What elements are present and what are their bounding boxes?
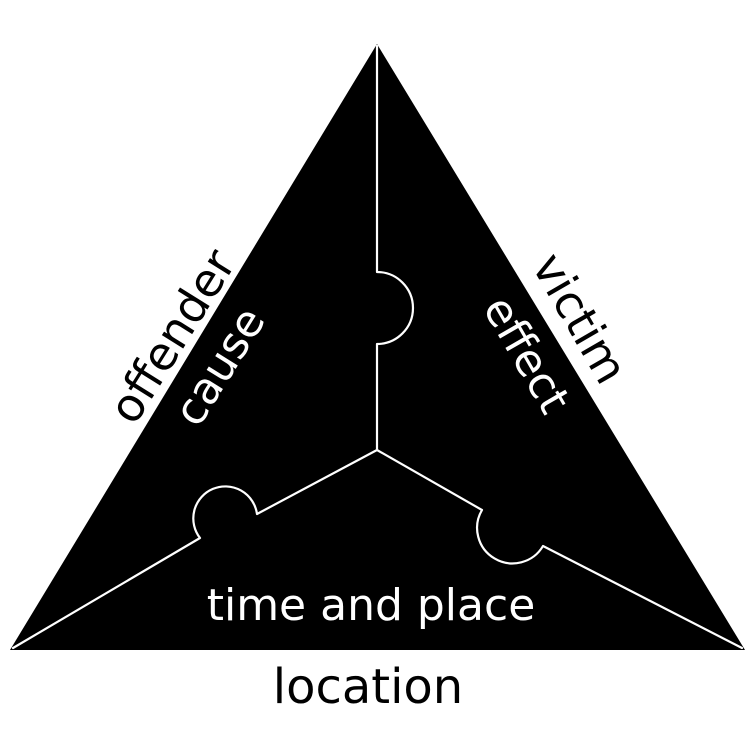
right-seam [375,448,744,650]
vertical-seam [375,44,415,452]
time-and-place-label: time and place [207,580,536,631]
location-label: location [273,659,463,715]
left-seam [11,448,379,650]
